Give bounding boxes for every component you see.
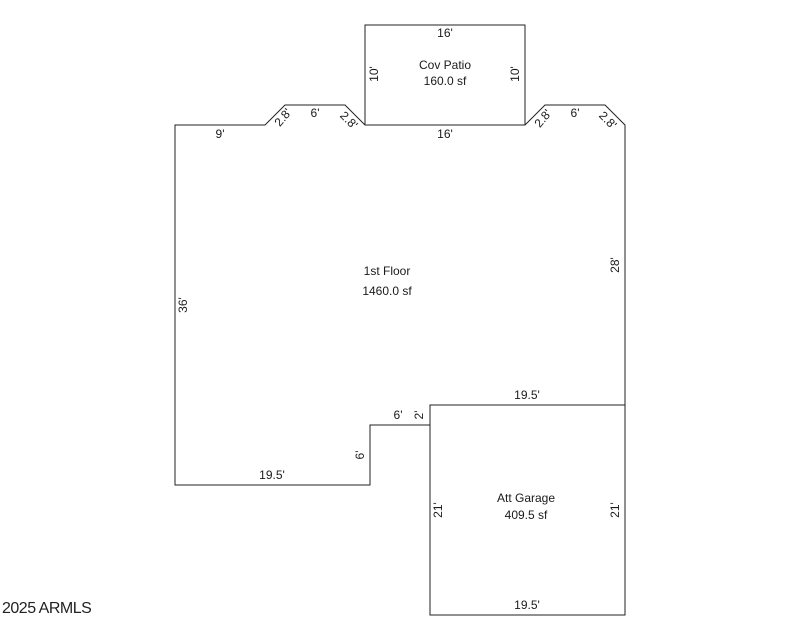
dim-garage-right: 21'	[608, 502, 622, 518]
dim-garage-left: 21'	[431, 502, 445, 518]
dim-ff-left: 36'	[176, 297, 190, 313]
garage-outline	[429, 404, 626, 616]
garage-area-label: 409.5 sf	[505, 508, 548, 522]
dim-ff-bay-left-diag-b: 2.8'	[337, 109, 360, 132]
dim-ff-step-horizontal: 6'	[394, 408, 403, 422]
dim-ff-step-vertical: 6'	[353, 451, 367, 460]
patio-outline	[364, 24, 526, 125]
patio-name-label: Cov Patio	[419, 58, 471, 72]
dim-ff-top-left: 9'	[216, 127, 225, 141]
copyright-footer: 2025 ARMLS	[2, 600, 92, 617]
dim-ff-bay-left-diag-a: 2.8'	[271, 106, 294, 130]
dim-ff-bay-left-top: 6'	[311, 106, 320, 120]
dim-ff-step-small: 2'	[412, 411, 426, 420]
dim-ff-bottom: 19.5'	[259, 468, 285, 482]
dim-ff-bay-right-diag-a: 2.8'	[531, 107, 554, 131]
dim-garage-bottom: 19.5'	[514, 598, 540, 612]
first-floor-outline	[174, 104, 626, 486]
first-floor-name-label: 1st Floor	[364, 264, 411, 278]
dim-ff-right: 28'	[608, 257, 622, 273]
patio-area-label: 160.0 sf	[424, 74, 467, 88]
dim-ff-bay-right-top: 6'	[571, 106, 580, 120]
dim-patio-top: 16'	[437, 26, 453, 40]
dim-patio-right: 10'	[508, 66, 522, 82]
first-floor-area-label: 1460.0 sf	[362, 284, 412, 298]
dim-patio-left: 10'	[367, 66, 381, 82]
garage-name-label: Att Garage	[497, 491, 555, 505]
dim-patio-bottom: 16'	[437, 127, 453, 141]
dim-ff-bay-right-diag-b: 2.8'	[596, 109, 619, 132]
dim-garage-top: 19.5'	[514, 388, 540, 402]
